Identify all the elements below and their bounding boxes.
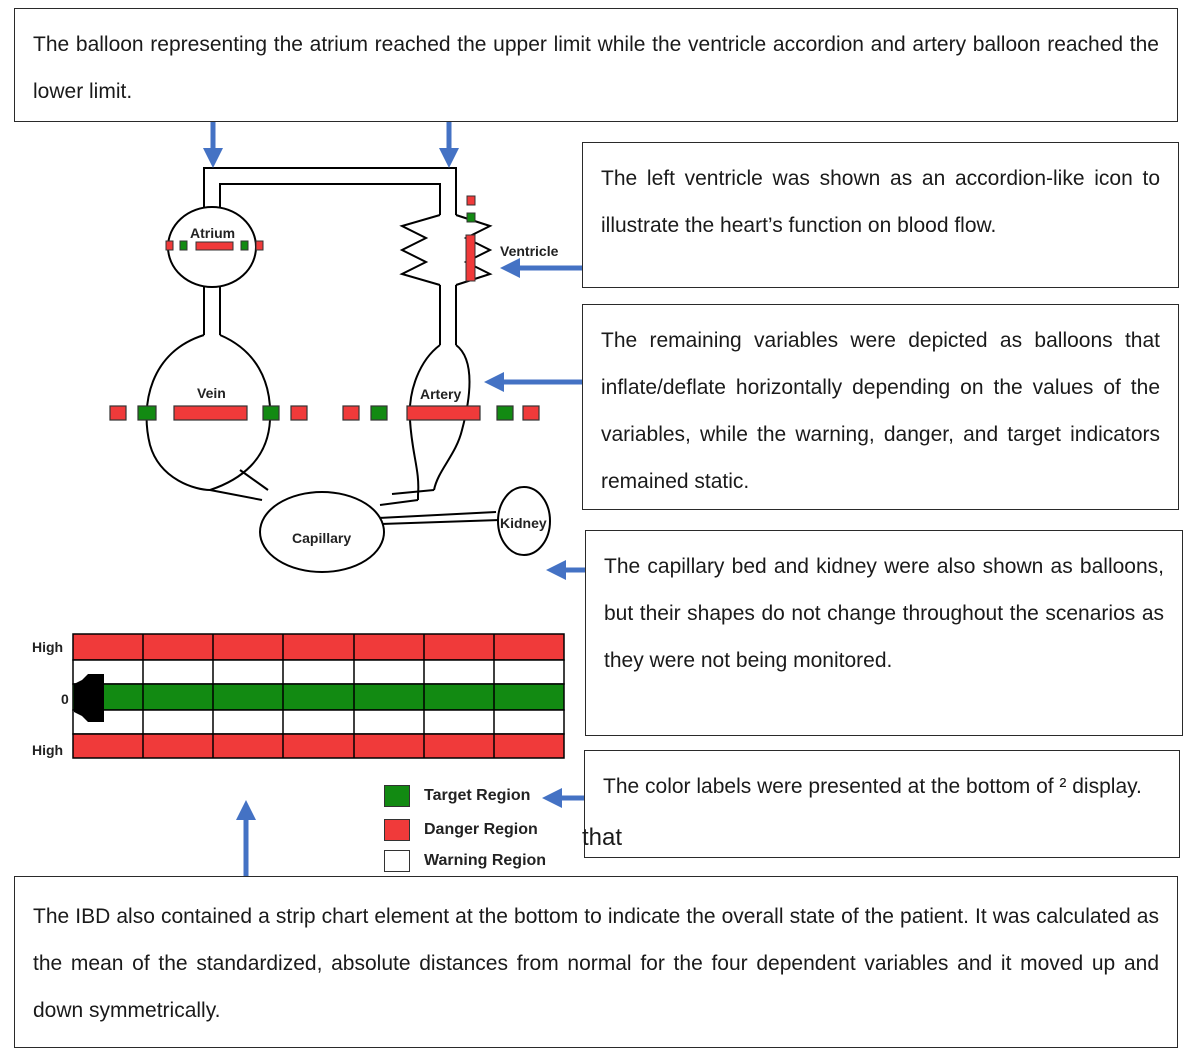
kidney-label: Kidney <box>500 515 547 531</box>
ventricle-label: Ventricle <box>500 243 559 259</box>
legend-swatch-danger <box>384 819 410 841</box>
overflow-word: that <box>582 824 623 851</box>
strip-chart-zero: 0 <box>61 691 69 707</box>
legend-swatch-target <box>384 785 410 807</box>
callout-ventricle-text: The left ventricle was shown as an accor… <box>601 167 1160 237</box>
vein-artery-indicators <box>109 405 540 421</box>
callout-color-labels: The color labels were presented at the b… <box>584 750 1180 858</box>
callout-ventricle: The left ventricle was shown as an accor… <box>582 142 1179 288</box>
callout-atrium-limits: The balloon representing the atrium reac… <box>14 8 1178 122</box>
pointer-arrows <box>203 122 585 876</box>
strip-chart <box>72 633 565 759</box>
callout-capillary-kidney-text: The capillary bed and kidney were also s… <box>604 555 1164 672</box>
atrium-indicators <box>165 240 264 251</box>
legend-label-danger: Danger Region <box>424 821 538 838</box>
legend-item-danger: Danger Region <box>384 817 538 843</box>
callout-atrium-limits-text: The balloon representing the atrium reac… <box>33 33 1159 103</box>
legend-label-warning: Warning Region <box>424 852 547 869</box>
callout-color-labels-text: The color labels were presented at the b… <box>603 775 1142 798</box>
callout-capillary-kidney: The capillary bed and kidney were also s… <box>585 530 1183 736</box>
capillary-label: Capillary <box>292 530 351 546</box>
callout-balloons-text: The remaining variables were depicted as… <box>601 329 1160 493</box>
ventricle-indicators <box>466 195 476 223</box>
atrium-label: Atrium <box>190 225 235 241</box>
ventricle-level-bar <box>465 234 476 282</box>
artery-balloon <box>408 344 471 500</box>
legend-item-target: Target Region <box>384 783 530 809</box>
callout-strip-chart: The IBD also contained a strip chart ele… <box>14 876 1178 1048</box>
strip-chart-trace <box>74 674 104 722</box>
capillary-balloon <box>259 491 385 573</box>
strip-chart-high-top: High <box>32 639 63 655</box>
ventricle-accordion <box>399 214 493 286</box>
vein-label: Vein <box>197 385 226 401</box>
callout-strip-chart-text: The IBD also contained a strip chart ele… <box>33 905 1159 1022</box>
legend-label-target: Target Region <box>424 787 531 804</box>
legend-swatch-warning <box>384 850 410 872</box>
vessel-pipes <box>203 167 457 345</box>
artery-label: Artery <box>420 386 461 402</box>
callout-balloons: The remaining variables were depicted as… <box>582 304 1179 510</box>
capillary-vessels <box>209 469 501 525</box>
strip-chart-high-bottom: High <box>32 742 63 758</box>
kidney-balloon <box>497 486 551 556</box>
legend-item-warning: Warning Region <box>384 848 546 874</box>
